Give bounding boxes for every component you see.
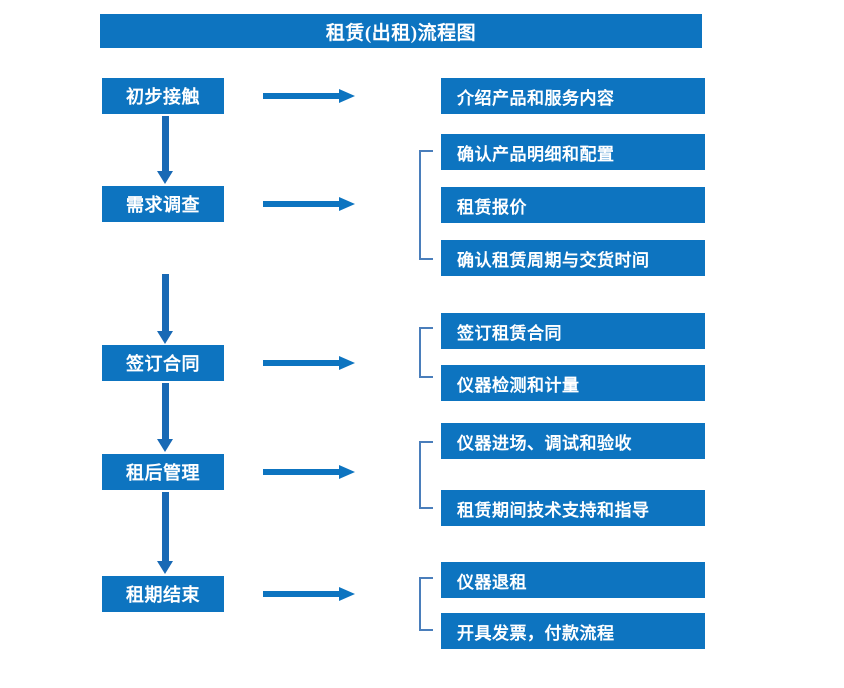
detail-box-9[interactable]: 仪器退租 [441,562,705,598]
vertical-arrow-3-4 [157,383,173,452]
bracket-group-3 [419,441,433,509]
horizontal-arrow-3 [263,354,355,372]
detail-box-6[interactable]: 仪器检测和计量 [441,365,705,401]
detail-box-2[interactable]: 确认产品明细和配置 [441,134,705,170]
bracket-group-4 [419,577,433,631]
detail-box-5[interactable]: 签订租赁合同 [441,313,705,349]
vertical-arrow-2-3 [157,274,173,344]
horizontal-arrow-4 [263,463,355,481]
horizontal-arrow-5 [263,585,355,603]
stage-box-4[interactable]: 租后管理 [102,454,224,490]
stage-box-1[interactable]: 初步接触 [102,78,224,114]
horizontal-arrow-2 [263,195,355,213]
detail-box-4[interactable]: 确认租赁周期与交货时间 [441,240,705,276]
bracket-group-2 [419,327,433,378]
detail-box-7[interactable]: 仪器进场、调试和验收 [441,423,705,459]
horizontal-arrow-1 [263,87,355,105]
detail-box-3[interactable]: 租赁报价 [441,187,705,223]
chart-title: 租赁(出租)流程图 [100,14,702,48]
bracket-group-1 [419,150,433,260]
stage-box-2[interactable]: 需求调查 [102,186,224,222]
detail-box-1[interactable]: 介绍产品和服务内容 [441,78,705,114]
stage-box-5[interactable]: 租期结束 [102,576,224,612]
vertical-arrow-1-2 [157,116,173,184]
stage-box-3[interactable]: 签订合同 [102,345,224,381]
detail-box-8[interactable]: 租赁期间技术支持和指导 [441,490,705,526]
detail-box-10[interactable]: 开具发票，付款流程 [441,613,705,649]
vertical-arrow-4-5 [157,492,173,574]
